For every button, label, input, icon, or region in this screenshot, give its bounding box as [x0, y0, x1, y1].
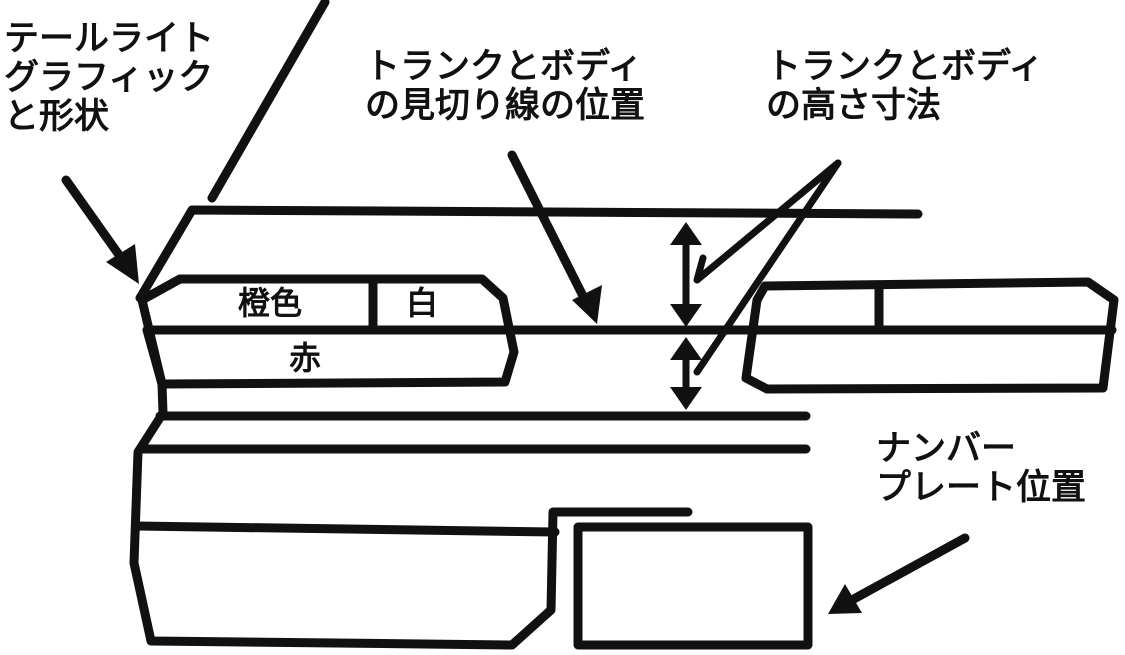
height-arrow-upper-top-head	[670, 222, 702, 245]
left-taillight-outline	[137, 274, 519, 389]
trunk-seam-callout: トランクとボディ の見切り線の位置	[365, 47, 646, 127]
trunk-height-callout-line-2: の高さ寸法	[766, 86, 942, 127]
taillight-arrow-head	[106, 244, 139, 284]
lower-panel-line	[132, 521, 560, 537]
trunk-seam-callout-line-2: の見切り線の位置	[365, 86, 646, 127]
red-segment-label: 赤	[289, 339, 322, 377]
plate-callout-line-1: ナンバー	[876, 429, 1017, 469]
white-segment-label: 白	[406, 284, 439, 322]
plate-callout-line-2: プレート位置	[876, 468, 1087, 509]
taillight-callout-line-2: グラフィック	[4, 58, 214, 99]
taillight-callout-line-1: テールライト	[4, 19, 215, 59]
seam-arrow-shaft	[507, 150, 590, 305]
trunk-height-callout-line-1: トランクとボディ	[766, 47, 1044, 87]
taillight-callout: テールライト グラフィック と形状	[4, 19, 215, 138]
orange-segment-label: 橙色	[238, 284, 303, 322]
height-leader-lower	[693, 159, 842, 376]
license-plate-box	[573, 522, 813, 650]
plate-arrow-shaft	[847, 533, 970, 605]
right-taillight-outline	[741, 277, 1119, 394]
height-arrow-lower-bottom-head	[670, 387, 702, 410]
taillight-arrow-shaft	[61, 175, 129, 267]
plate-arrow-head	[828, 584, 862, 614]
height-leader-upper	[693, 159, 842, 284]
plate-callout: ナンバー プレート位置	[876, 429, 1087, 509]
body-side-contour	[129, 325, 693, 650]
trunk-seam-callout-line-1: トランクとボディ	[365, 47, 643, 87]
height-arrow-lower-top-head	[670, 337, 702, 360]
trunk-height-callout: トランクとボディ の高さ寸法	[766, 47, 1044, 127]
seam-arrow-head	[572, 285, 602, 324]
trunk-top-edge	[135, 205, 923, 303]
taillight-leader-line	[207, 0, 330, 203]
taillight-callout-line-3: と形状	[4, 97, 110, 138]
height-arrow-upper-bottom-head	[670, 304, 702, 327]
